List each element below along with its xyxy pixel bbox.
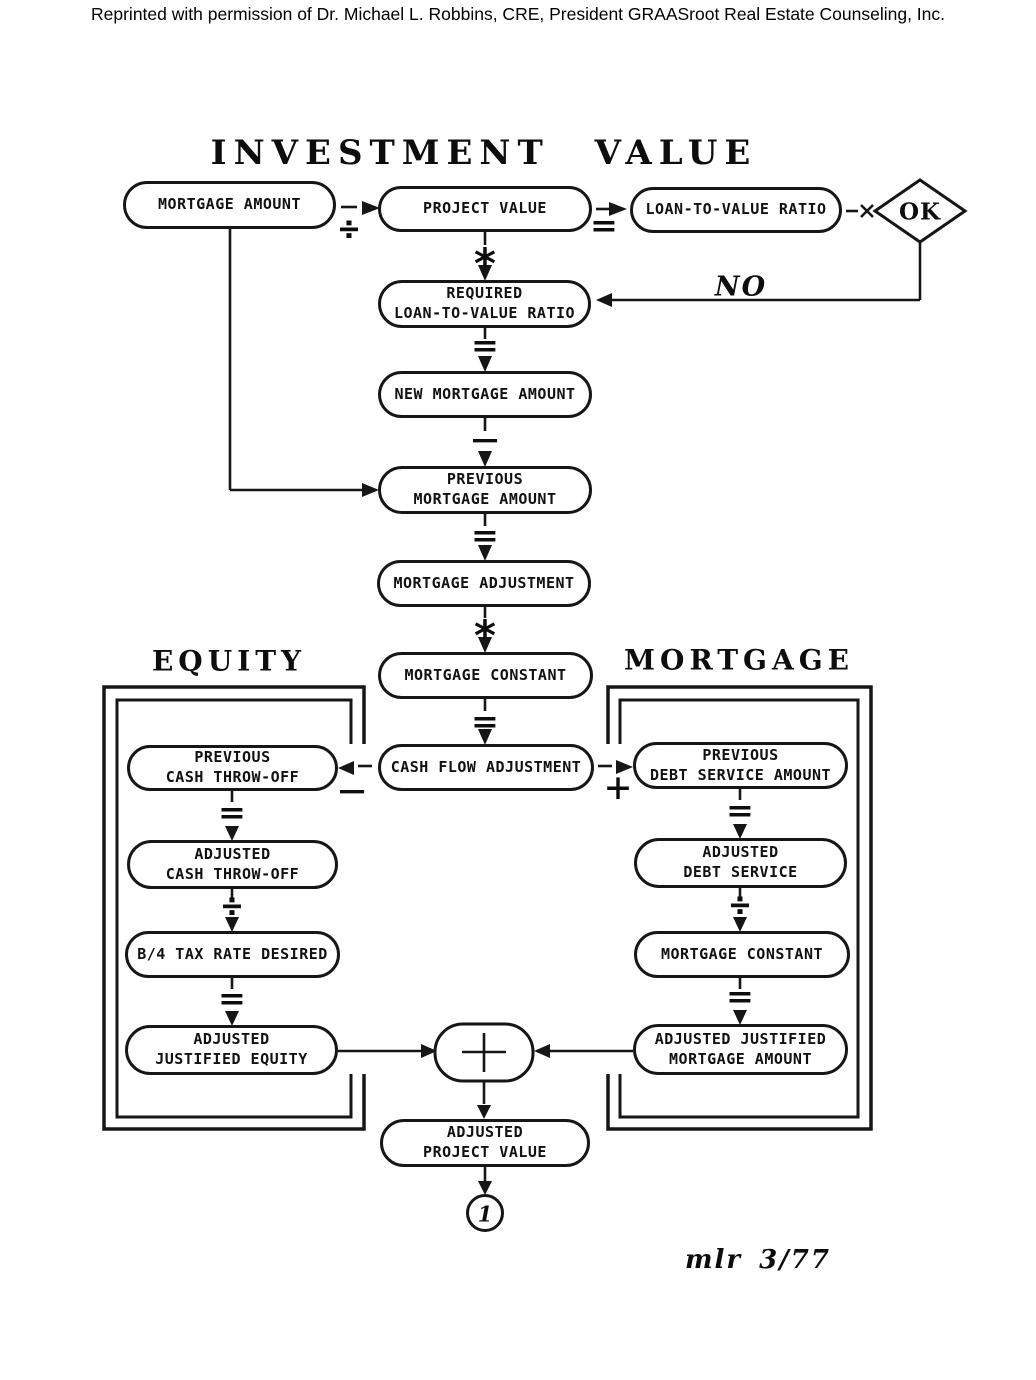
minus-operator: −: [471, 422, 499, 458]
page-title: INVESTMENT VALUE: [210, 133, 758, 173]
node-adjusted-cash-throw-off: ADJUSTED CASH THROW-OFF: [127, 840, 338, 889]
node-cash-flow-adjustment: CASH FLOW ADJUSTMENT: [378, 744, 594, 791]
equals-operator: =: [219, 981, 245, 1017]
node-previous-debt-service-amount: PREVIOUS DEBT SERVICE AMOUNT: [633, 742, 848, 789]
node-adjusted-justified-equity: ADJUSTED JUSTIFIED EQUITY: [125, 1025, 338, 1075]
flow-lines: [228, 204, 922, 1182]
multiply-operator: *: [472, 238, 498, 288]
mortgage-section-label: MORTGAGE: [624, 643, 854, 677]
equals-operator: =: [219, 795, 245, 831]
divide-operator: ÷: [221, 886, 243, 925]
divide-operator: ÷: [729, 885, 751, 924]
equals-operator: =: [472, 518, 498, 554]
node-loan-to-value-ratio: LOAN-TO-VALUE RATIO: [630, 187, 842, 233]
page-connector-circle: [466, 1194, 504, 1232]
node-mortgage-adjustment: MORTGAGE ADJUSTMENT: [377, 560, 591, 607]
node-mortgage-constant-right: MORTGAGE CONSTANT: [634, 931, 850, 978]
minus-operator: −: [338, 773, 366, 809]
equals-operator: =: [591, 208, 617, 244]
equity-frame: [102, 685, 366, 1131]
plus-icon: [462, 1033, 506, 1072]
divide-operator: ÷: [338, 209, 360, 248]
node-project-value: PROJECT VALUE: [378, 186, 592, 232]
node-required-ltv-ratio: REQUIRED LOAN-TO-VALUE RATIO: [378, 280, 591, 328]
mortgage-frame: [606, 685, 873, 1131]
arrowheads: [225, 201, 747, 1195]
node-new-mortgage-amount: NEW MORTGAGE AMOUNT: [378, 371, 592, 418]
node-adjusted-project-value: ADJUSTED PROJECT VALUE: [380, 1119, 590, 1167]
sum-node: [433, 1022, 535, 1083]
page-connector-label: 1: [477, 1201, 493, 1227]
plus-operator: +: [605, 762, 631, 812]
node-mortgage-constant: MORTGAGE CONSTANT: [378, 652, 593, 699]
equals-operator: =: [472, 328, 498, 364]
node-previous-mortgage-amount: PREVIOUS MORTGAGE AMOUNT: [378, 466, 592, 514]
decision-diamond: [872, 178, 968, 244]
node-previous-cash-throw-off: PREVIOUS CASH THROW-OFF: [127, 745, 338, 791]
equals-operator: =: [472, 704, 498, 740]
credit-line: Reprinted with permission of Dr. Michael…: [91, 4, 945, 24]
node-adjusted-debt-service: ADJUSTED DEBT SERVICE: [634, 838, 847, 888]
node-mortgage-amount: MORTGAGE AMOUNT: [123, 181, 336, 229]
equity-section-label: EQUITY: [151, 644, 307, 678]
node-b4-tax-rate-desired: B/4 TAX RATE DESIRED: [125, 931, 340, 978]
node-adjusted-justified-mortgage-amount: ADJUSTED JUSTIFIED MORTGAGE AMOUNT: [633, 1024, 848, 1075]
equals-operator: =: [727, 793, 753, 829]
ok-decision-label: OK: [898, 198, 942, 226]
multiply-operator: *: [472, 610, 498, 660]
no-branch-label: NO: [714, 271, 768, 303]
equals-operator: =: [727, 979, 753, 1015]
author-signature: mlr 3/77: [685, 1245, 831, 1275]
